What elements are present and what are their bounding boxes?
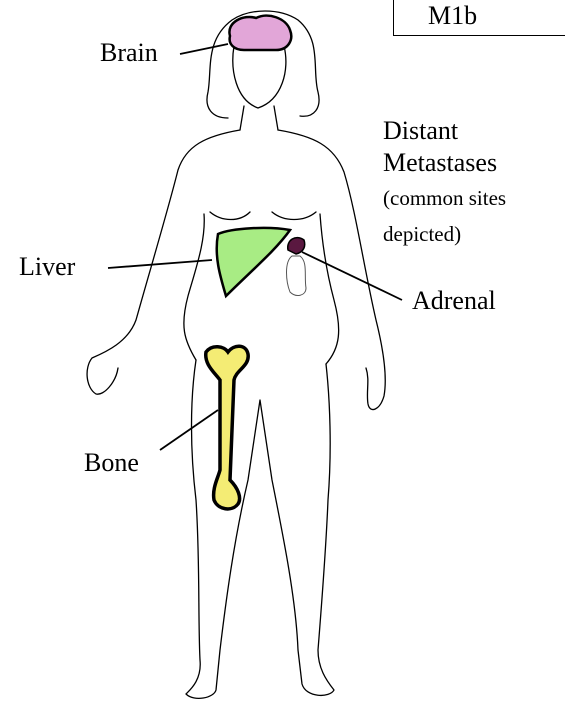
brain-shape — [229, 16, 291, 50]
heading-line-2: Metastases — [383, 150, 497, 176]
brain-label: Brain — [100, 40, 158, 66]
liver-label: Liver — [19, 254, 75, 280]
legs-outline — [186, 360, 334, 698]
liver-shape — [217, 228, 290, 296]
brain-pointer — [180, 44, 228, 54]
heading-line-1: Distant — [383, 118, 458, 144]
adrenal-pointer — [302, 252, 402, 300]
heading-line-3: (common sites — [383, 188, 506, 209]
adrenal-shape — [288, 238, 305, 254]
face-outline — [233, 46, 286, 108]
chest-outline — [210, 212, 316, 220]
kidney-outline — [287, 256, 307, 295]
bone-label: Bone — [84, 450, 139, 476]
bone-pointer — [160, 410, 218, 450]
adrenal-label: Adrenal — [412, 288, 496, 314]
neck-outline — [240, 106, 278, 130]
bone-shape — [206, 346, 248, 509]
heading-line-4: depicted) — [383, 224, 461, 245]
